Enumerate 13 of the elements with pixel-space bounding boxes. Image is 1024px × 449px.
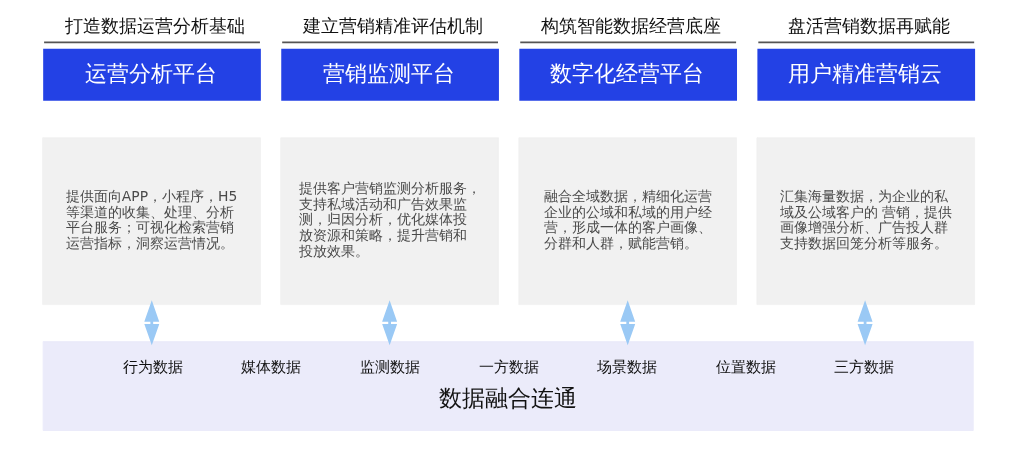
node-box: 融合全域数据，精细化运营企业的公域和私域的用户经营，形成一体的客户画像、分群和人群，赋能营销。 bbox=[518, 137, 737, 305]
node-label: 打造数据运营分析基础 bbox=[64, 15, 245, 36]
arrow bbox=[382, 300, 398, 346]
arrow bbox=[144, 300, 160, 346]
arrow bbox=[857, 300, 873, 346]
node-box: 汇集海量数据，为企业的私域及公域客户的 营销，提供画像增强分析、广告投人群支持数据回笼分析等服务。 bbox=[756, 137, 976, 305]
node-box: 提供面向APP，小程序，H5等渠道的收集、处理、分析平台服务；可视化检索营销运营指标，洞察运营情况。 bbox=[42, 137, 261, 305]
node-label: 建立营销精准评估机制 bbox=[303, 15, 484, 36]
node-box: 行为数据 媒体数据 监测数据 一方数据 场景数据 位置数据 三方数据 数据融合连通 bbox=[42, 341, 974, 431]
arrow bbox=[620, 300, 636, 346]
node-label: 盘活营销数据再赋能 bbox=[787, 15, 950, 36]
node-label: 构筑智能数据经营底座 bbox=[541, 15, 722, 36]
node-box: 提供客户营销监测分析服务，支持私域活动和广告效果监测，归因分析，优化媒体投放资源和策略，提升营销和投放效果。 bbox=[280, 137, 499, 305]
